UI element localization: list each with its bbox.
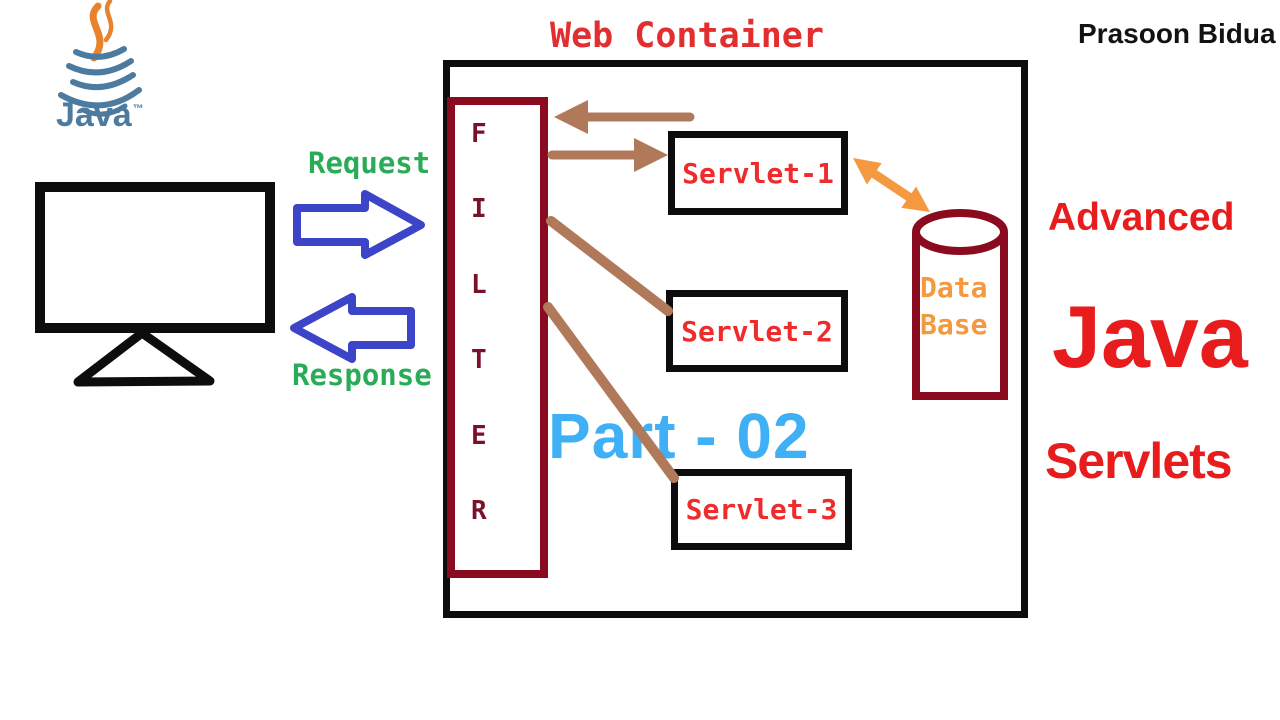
- java-logo-cup-arc: [70, 72, 136, 91]
- java-logo-cup-arc: [66, 58, 134, 76]
- filter-letter: L: [471, 269, 487, 300]
- java-logo-text: Java: [56, 96, 132, 134]
- java-logo-wordmark: Java™: [56, 96, 144, 135]
- filter-letter: I: [471, 194, 487, 225]
- request-label: Request: [308, 146, 431, 180]
- database-label-line2: Base: [920, 308, 988, 341]
- servlet-1-box: Servlet-1: [668, 131, 848, 215]
- web-container-box: [443, 60, 1028, 618]
- servlet-2-label: Servlet-2: [681, 314, 833, 348]
- author-name: Prasoon Bidua: [1078, 18, 1276, 49]
- right-panel-advanced: Advanced: [1048, 196, 1235, 239]
- filter-letter: F: [471, 119, 487, 149]
- monitor-icon: [35, 182, 275, 333]
- java-logo-cup-arc: [73, 46, 127, 60]
- java-logo-icon: [58, 0, 142, 117]
- java-trademark: ™: [132, 103, 144, 115]
- web-container-title: Web Container: [550, 16, 824, 56]
- filter-letter: T: [471, 345, 487, 376]
- monitor-stand-icon: [73, 328, 215, 387]
- filter-letter: E: [471, 420, 487, 451]
- right-panel-java: Java: [1052, 287, 1248, 386]
- filter-letter: R: [471, 495, 487, 526]
- part-number-label: Part - 02: [548, 400, 810, 472]
- java-logo-saucer-arc: [58, 87, 142, 109]
- database-label: Data Base: [920, 269, 987, 343]
- right-panel-servlets: Servlets: [1045, 433, 1233, 489]
- java-logo-steam-icon: [89, 2, 104, 62]
- java-logo-base-arc: [80, 103, 128, 117]
- filter-box: F I L T E R: [447, 97, 548, 578]
- java-logo-steam-small-icon: [103, 0, 114, 43]
- servlet-1-label: Servlet-1: [682, 156, 834, 190]
- servlet-2-box: Servlet-2: [666, 290, 848, 372]
- servlet-3-label: Servlet-3: [685, 493, 838, 526]
- response-label: Response: [292, 358, 432, 392]
- response-arrow-icon: [290, 293, 415, 363]
- database-label-line1: Data: [920, 271, 988, 304]
- request-arrow-icon: [293, 190, 425, 259]
- servlet-3-box: Servlet-3: [671, 469, 852, 550]
